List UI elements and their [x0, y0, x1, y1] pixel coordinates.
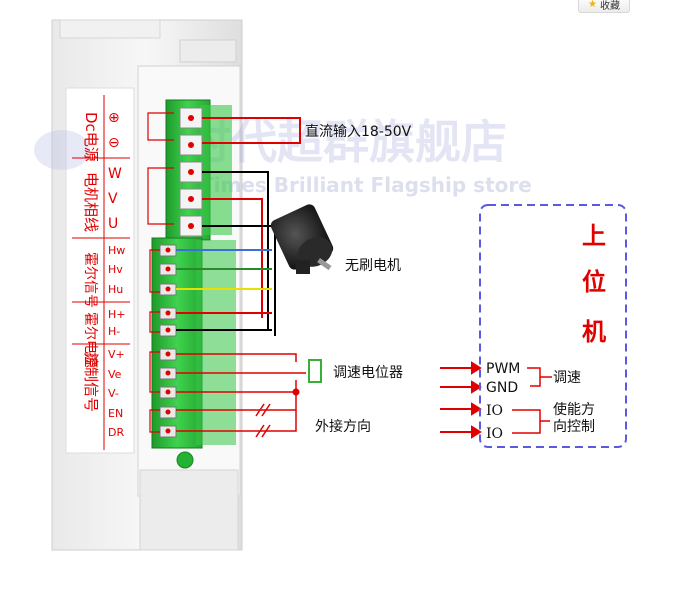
power-wires [202, 117, 301, 144]
host-signal-gnd: GND [486, 380, 518, 396]
pin-dr: DR [108, 426, 124, 439]
pin-labels: ⊕ ⊖ W V U Hw Hv Hu H+ H- V+ Ve V- EN DR [108, 110, 126, 439]
external-direction-label: 外接方向 [315, 418, 371, 435]
host-computer-box [479, 204, 627, 448]
host-title: 上 位 机 [582, 222, 606, 346]
pin-ve: Ve [108, 368, 122, 381]
power-input-label: 直流输入18-50V [305, 123, 412, 140]
favorite-button[interactable]: ★ 收藏 [578, 0, 630, 13]
label-hall-power: 霍尔电源 [82, 312, 98, 368]
group-brackets [147, 112, 174, 433]
label-dc-power: Dc电源 [82, 112, 100, 162]
pin-plus: ⊕ [108, 110, 120, 126]
host-signal-io-1: IO [486, 403, 503, 419]
pin-hplus: H+ [108, 308, 126, 321]
pin-en: EN [108, 407, 123, 420]
label-hall-signal: 霍尔信号 [82, 252, 98, 308]
watermark-en: Times Brilliant Flagship store [200, 173, 532, 197]
pin-v: V [108, 191, 118, 207]
host-signal-io-2: IO [486, 426, 503, 442]
pin-u: U [108, 216, 118, 232]
potentiometer-icon [308, 359, 322, 383]
status-led-icon [176, 451, 194, 469]
pin-hu: Hu [108, 283, 123, 296]
pin-vplus: V+ [108, 348, 125, 361]
host-enable-label-1: 使能方 [553, 401, 595, 418]
star-icon: ★ [588, 0, 597, 10]
potentiometer-label: 调速电位器 [333, 365, 403, 381]
host-signals: PWM GND IO IO [486, 361, 520, 442]
host-speed-label: 调速 [553, 370, 581, 386]
pin-w: W [108, 166, 122, 182]
label-dividers [72, 95, 130, 450]
screw-terminals [159, 107, 203, 438]
pin-hminus: H- [108, 325, 120, 338]
pin-hv: Hv [108, 263, 123, 276]
pin-vminus: V- [108, 387, 119, 400]
brushless-motor-icon [270, 204, 334, 274]
host-signal-pwm: PWM [486, 361, 520, 377]
terminal-block-top [165, 99, 232, 241]
group-labels: Dc电源 电机相线 霍尔信号 霍尔电源 控制信号 [82, 112, 100, 412]
host-enable-label-2: 向控制 [553, 419, 595, 435]
host-title-char-2: 位 [582, 268, 606, 296]
label-motor-phase: 电机相线 [82, 172, 100, 232]
favorite-label: 收藏 [599, 1, 620, 12]
motor-label: 无刷电机 [345, 258, 401, 274]
host-title-char-1: 上 [582, 222, 606, 250]
signal-arrows [440, 361, 482, 439]
control-wires [176, 353, 306, 438]
host-title-char-3: 机 [582, 318, 606, 346]
hall-wires [176, 249, 272, 331]
pin-hw: Hw [108, 244, 125, 257]
label-control-signal: 控制信号 [82, 352, 100, 412]
pin-minus: ⊖ [108, 135, 120, 151]
host-brackets [512, 367, 552, 434]
